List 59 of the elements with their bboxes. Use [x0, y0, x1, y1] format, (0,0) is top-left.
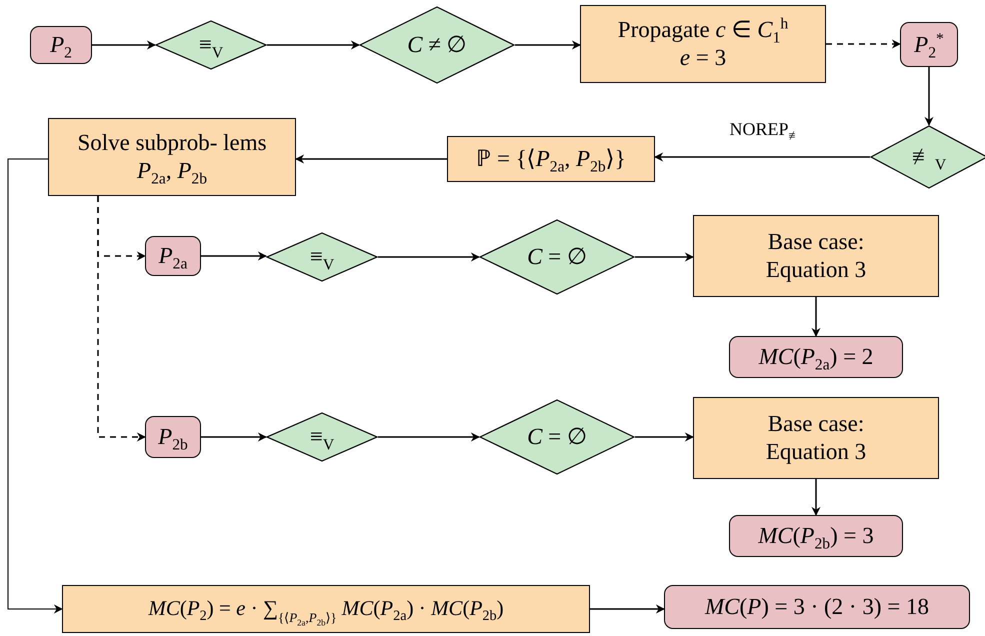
arrow — [635, 432, 694, 442]
rounded-state-box — [729, 336, 903, 378]
arrow — [635, 252, 694, 262]
arrow — [295, 154, 447, 164]
decision-diamond — [479, 219, 635, 295]
arrow — [378, 252, 480, 262]
decision-diamond — [870, 125, 985, 189]
node-text: MC(P$_{2a}$) = 2 — [758, 343, 874, 371]
arrow — [97, 196, 146, 442]
arrow — [201, 432, 267, 442]
rounded-state-box — [664, 585, 970, 629]
arrow — [515, 40, 581, 50]
process-box — [693, 397, 939, 479]
arrow — [924, 67, 934, 126]
rounded-state-box — [145, 236, 201, 276]
process-box — [693, 215, 939, 297]
node-text: C ≠ ∅ — [407, 31, 467, 59]
rounded-state-box — [30, 26, 92, 64]
node-text: {⟨P$_{2a}$,P$_{2b}$⟩} — [278, 610, 337, 626]
arrow — [8, 158, 63, 614]
process-box — [447, 136, 655, 182]
node-text: MC(P$_{2a}$) · MC(P$_{2b}$) — [342, 596, 504, 622]
decision-diamond — [266, 412, 378, 462]
decision-diamond — [266, 232, 378, 282]
process-box — [580, 5, 826, 83]
rounded-state-box — [729, 515, 903, 557]
node-text: C = ∅ — [527, 243, 587, 271]
node-text: e = 3 — [680, 44, 726, 72]
node-text: Solve subprob- lems P$_{2a}$, P$_{2b}$ — [76, 129, 268, 185]
node-text: ≡$_{V}$ — [310, 423, 334, 451]
arrow — [826, 40, 901, 48]
node-text: P$_{2}$ — [50, 31, 72, 59]
arrow — [378, 432, 480, 442]
process-box — [48, 118, 296, 196]
arrow — [590, 604, 665, 614]
node-text: MC(P$_{2b}$) = 3 — [758, 522, 874, 550]
decision-diamond — [155, 20, 267, 70]
node-text: ≢$_{V}$ — [912, 143, 946, 171]
node-text: MC(P$_{2}$) = e · ∑ — [148, 596, 278, 622]
node-text: ≡$_{V}$ — [310, 243, 334, 271]
arrow — [92, 40, 156, 50]
rounded-state-box — [145, 416, 201, 458]
node-text: Base case: Equation 3 — [764, 228, 868, 284]
arrow — [201, 252, 267, 260]
arrow — [267, 40, 360, 50]
rounded-state-box — [900, 22, 958, 67]
decision-diamond — [479, 399, 635, 475]
arrow — [812, 479, 820, 516]
decision-diamond — [359, 6, 515, 84]
arrow — [812, 297, 820, 337]
node-text: MC(P) = 3 · (2 · 3) = 18 — [705, 593, 929, 621]
node-text: P$_{2a}$ — [158, 242, 188, 270]
node-text: Base case: Equation 3 — [764, 410, 868, 466]
node-text: ≡$_{V}$ — [198, 31, 224, 59]
process-box — [62, 585, 590, 633]
node-text: P$_{2b}$ — [158, 423, 188, 451]
arrow — [654, 152, 870, 162]
node-text: C = ∅ — [527, 423, 587, 451]
node-text: ℙ = {⟨P$_{2a}$, P$_{2b}$⟩} — [476, 145, 626, 173]
